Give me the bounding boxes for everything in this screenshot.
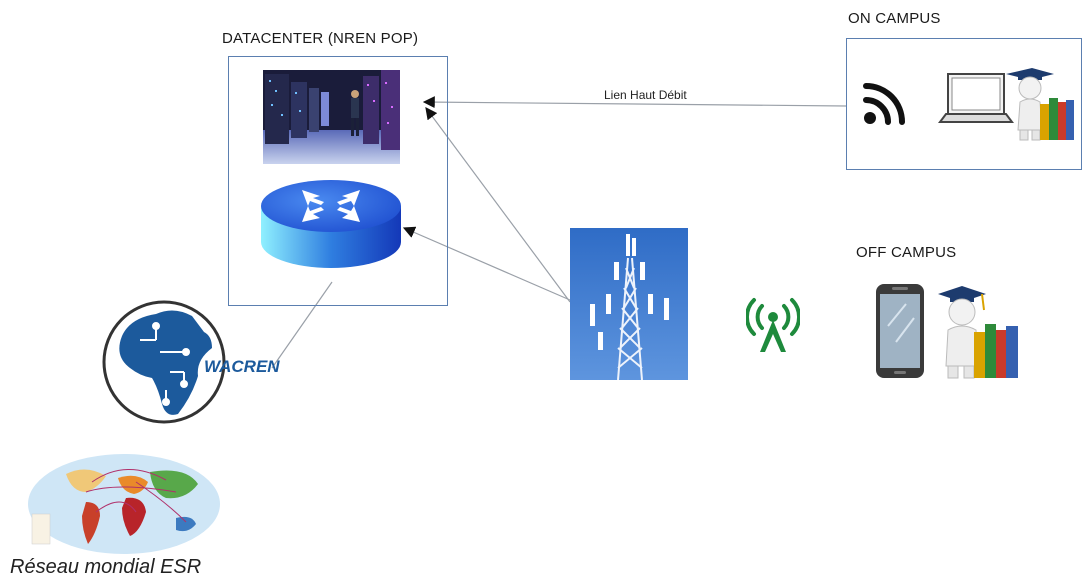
- cell-tower-photo: [570, 228, 688, 380]
- wacren-logo: WACREN: [100, 296, 280, 428]
- laptop-student-books-icon: [936, 64, 1076, 142]
- world-network-caption: Réseau mondial ESR: [10, 556, 202, 578]
- on-campus-box: [846, 38, 1082, 170]
- link-campus-datacenter: [422, 96, 847, 109]
- wacren-logo-text: WACREN: [204, 357, 280, 376]
- wifi-icon: [862, 80, 908, 126]
- link-tower-datacenter: [425, 107, 571, 303]
- server-room-photo: [263, 70, 400, 164]
- datacenter-title: DATACENTER (NREN POP): [222, 30, 419, 47]
- world-map-image: [26, 452, 222, 556]
- link-label: Lien Haut Débit: [604, 88, 687, 102]
- antenna-signal-icon: [746, 296, 800, 356]
- link-router-wacren: [271, 281, 333, 369]
- on-campus-title: ON CAMPUS: [848, 10, 941, 27]
- datacenter-box: [228, 56, 448, 306]
- off-campus-title: OFF CAMPUS: [856, 244, 957, 261]
- smartphone-icon: [874, 282, 926, 380]
- student-books-icon: [934, 282, 1024, 380]
- router-icon: [258, 176, 404, 272]
- link-tower-router: [402, 226, 571, 301]
